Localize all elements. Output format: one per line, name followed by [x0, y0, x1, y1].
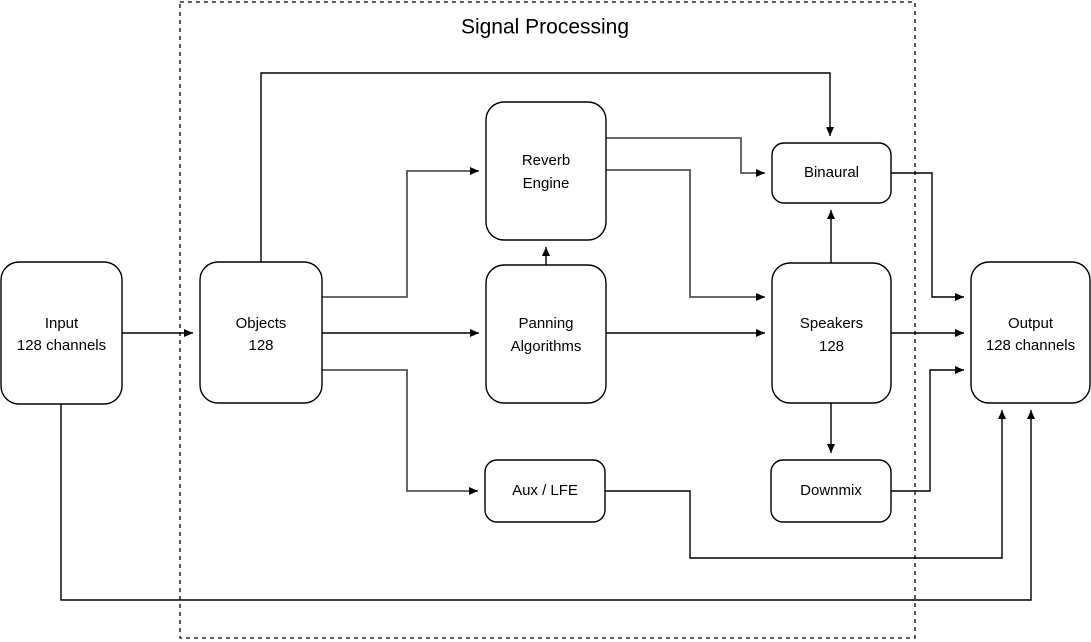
edge-objects-to-reverb — [322, 167, 479, 298]
edge-auxlfe-to-output — [605, 410, 1006, 559]
node-input-label-line1: Input — [45, 315, 79, 332]
node-output-label-line2: 128 channels — [986, 337, 1075, 354]
node-aux-lfe[interactable]: Aux / LFE — [484, 459, 606, 523]
group-title: Signal Processing — [461, 16, 629, 39]
node-input[interactable]: Input 128 channels — [0, 261, 123, 405]
edge-reverb-to-binaural — [606, 137, 765, 177]
node-aux-lfe-label: Aux / LFE — [512, 482, 578, 499]
node-panning-algorithms-label-line1: Panning — [518, 315, 573, 332]
node-input-box[interactable] — [0, 261, 123, 405]
node-panning-algorithms-label-line2: Algorithms — [511, 338, 582, 355]
node-objects-box[interactable] — [199, 261, 323, 404]
node-panning-algorithms-box[interactable] — [485, 264, 607, 404]
node-objects[interactable]: Objects 128 — [199, 261, 323, 404]
node-binaural-label: Binaural — [804, 164, 859, 181]
node-panning-algorithms[interactable]: Panning Algorithms — [485, 264, 607, 404]
node-objects-label-line1: Objects — [236, 315, 287, 332]
node-binaural-box[interactable] — [771, 142, 892, 204]
node-reverb-engine-label-line2: Engine — [523, 175, 570, 192]
node-speakers-box[interactable] — [771, 262, 892, 404]
edge-objects-to-binaural — [260, 72, 834, 262]
node-speakers[interactable]: Speakers 128 — [771, 262, 892, 404]
edge-input-to-output — [60, 404, 1035, 601]
node-reverb-engine-box[interactable] — [485, 101, 607, 241]
node-output[interactable]: Output 128 channels — [970, 261, 1091, 404]
node-speakers-label-line2: 128 — [819, 338, 844, 355]
node-downmix-label: Downmix — [800, 482, 862, 499]
node-binaural[interactable]: Binaural — [771, 142, 892, 204]
edge-downmix-to-output — [891, 366, 964, 492]
node-output-box[interactable] — [970, 261, 1091, 404]
node-speakers-label-line1: Speakers — [800, 315, 863, 332]
node-output-label-line1: Output — [1008, 315, 1054, 332]
node-objects-label-line2: 128 — [248, 337, 273, 354]
signal-processing-boundary — [179, 1, 916, 639]
edge-reverb-to-speakers — [606, 169, 765, 301]
node-input-label-line2: 128 channels — [17, 337, 106, 354]
node-downmix[interactable]: Downmix — [770, 459, 892, 523]
edge-objects-to-auxlfe — [322, 369, 478, 495]
edge-binaural-to-output — [891, 172, 964, 301]
node-reverb-engine-label-line1: Reverb — [522, 152, 570, 169]
node-downmix-box[interactable] — [770, 459, 892, 523]
node-reverb-engine[interactable]: Reverb Engine — [485, 101, 607, 241]
node-aux-lfe-box[interactable] — [484, 459, 606, 523]
